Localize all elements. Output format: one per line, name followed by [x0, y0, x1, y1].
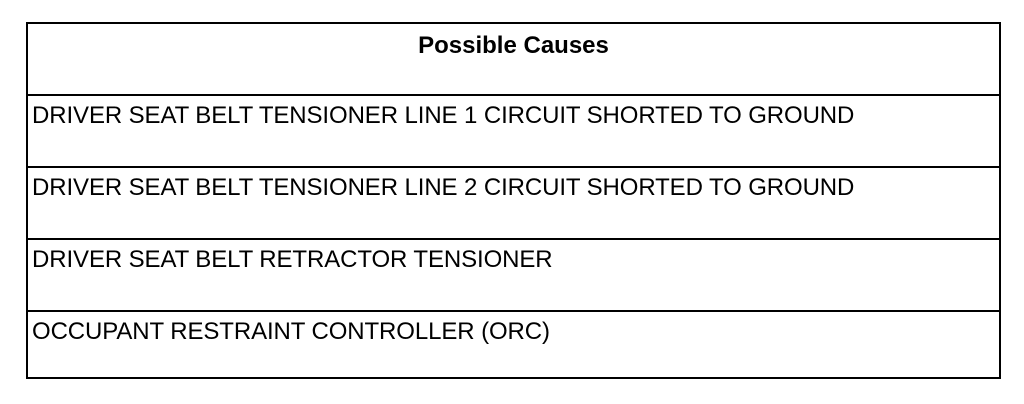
table-cell: OCCUPANT RESTRAINT CONTROLLER (ORC)	[32, 318, 550, 345]
table-cell: DRIVER SEAT BELT TENSIONER LINE 1 CIRCUI…	[32, 102, 855, 129]
table-header-row: Possible Causes	[28, 24, 999, 94]
table-cell: DRIVER SEAT BELT RETRACTOR TENSIONER	[32, 246, 553, 273]
table-row: DRIVER SEAT BELT TENSIONER LINE 2 CIRCUI…	[28, 166, 999, 238]
table-row: DRIVER SEAT BELT TENSIONER LINE 1 CIRCUI…	[28, 94, 999, 166]
table-cell: DRIVER SEAT BELT TENSIONER LINE 2 CIRCUI…	[32, 174, 855, 201]
table-header: Possible Causes	[418, 32, 609, 59]
table-row: OCCUPANT RESTRAINT CONTROLLER (ORC)	[28, 310, 999, 379]
possible-causes-table: Possible Causes DRIVER SEAT BELT TENSION…	[26, 22, 1001, 379]
table-row: DRIVER SEAT BELT RETRACTOR TENSIONER	[28, 238, 999, 310]
